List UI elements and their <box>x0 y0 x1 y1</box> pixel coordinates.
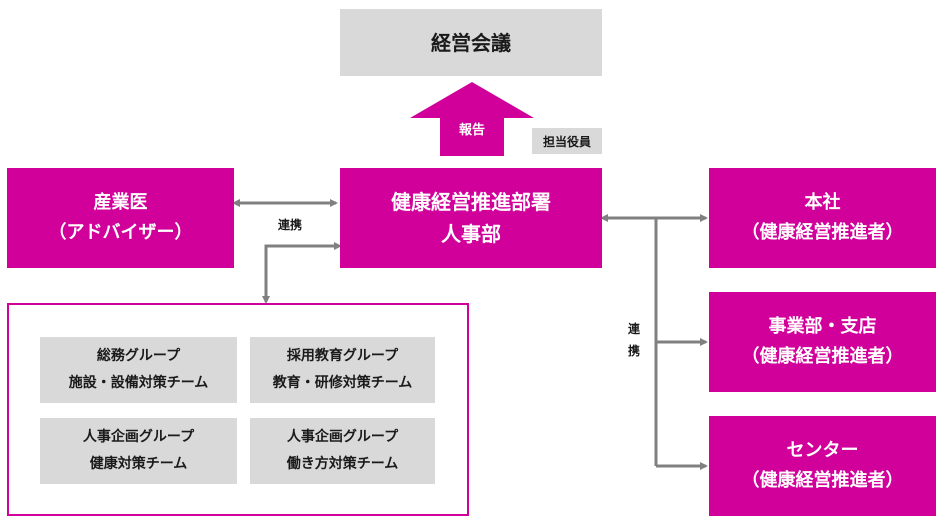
link-label-left-text: 連携 <box>277 218 302 232</box>
officer-tag-label: 担当役員 <box>542 134 591 149</box>
team-name: 教育・研修対策チーム <box>272 375 413 391</box>
promoter-box-center: センター （健康経営推進者） <box>709 416 936 516</box>
promoter-role: （健康経営推進者） <box>741 222 904 243</box>
team-name: 働き方対策チーム <box>286 456 399 472</box>
promoter-unit-name: 事業部・支店 <box>768 316 877 337</box>
report-arrow: 報告 <box>440 116 504 140</box>
team-box-general-affairs: 総務グループ 施設・設備対策チーム <box>40 337 237 403</box>
promoter-unit-name: センター <box>786 440 859 461</box>
health-promotion-office-box: 健康経営推進部署 人事部 <box>340 168 602 268</box>
teams-container <box>7 303 469 516</box>
promoter-role: （健康経営推進者） <box>741 346 904 367</box>
team-group-name: 採用教育グループ <box>286 348 399 364</box>
link-label-right-char-1: 連 <box>627 322 640 336</box>
team-group-name: 総務グループ <box>96 348 181 364</box>
link-label-left: 連携 <box>270 214 310 232</box>
promoter-unit-name: 本社 <box>804 192 841 213</box>
report-arrow-shape <box>410 82 534 156</box>
team-box-hr-planning-workstyle: 人事企画グループ 働き方対策チーム <box>250 418 435 484</box>
health-promotion-office-title: 健康経営推進部署 <box>391 190 551 214</box>
team-group-name: 人事企画グループ <box>82 429 195 445</box>
hr-department-label: 人事部 <box>441 222 501 246</box>
team-group-name: 人事企画グループ <box>286 429 399 445</box>
team-box-hr-planning-health: 人事企画グループ 健康対策チーム <box>40 418 237 484</box>
promoter-role: （健康経営推進者） <box>741 470 904 491</box>
team-name: 施設・設備対策チーム <box>68 375 209 391</box>
industrial-physician-box: 産業医 （アドバイザー） <box>7 168 234 268</box>
report-label: 報告 <box>458 122 485 138</box>
link-label-right: 連 携 <box>624 318 644 364</box>
promoter-box-headquarters: 本社 （健康経営推進者） <box>709 168 936 268</box>
executive-meeting-label: 経営会議 <box>431 30 511 55</box>
industrial-physician-title: 産業医 <box>93 192 148 213</box>
executive-meeting-box: 経営会議 <box>340 9 602 76</box>
officer-tag: 担当役員 <box>532 128 602 154</box>
team-box-recruitment-education: 採用教育グループ 教育・研修対策チーム <box>250 337 435 403</box>
promoter-box-divisions-branches: 事業部・支店 （健康経営推進者） <box>709 292 936 392</box>
connector-office-groups <box>262 242 342 304</box>
industrial-physician-role: （アドバイザー） <box>48 222 193 243</box>
link-label-right-char-2: 携 <box>627 344 640 358</box>
team-name: 健康対策チーム <box>89 456 188 472</box>
